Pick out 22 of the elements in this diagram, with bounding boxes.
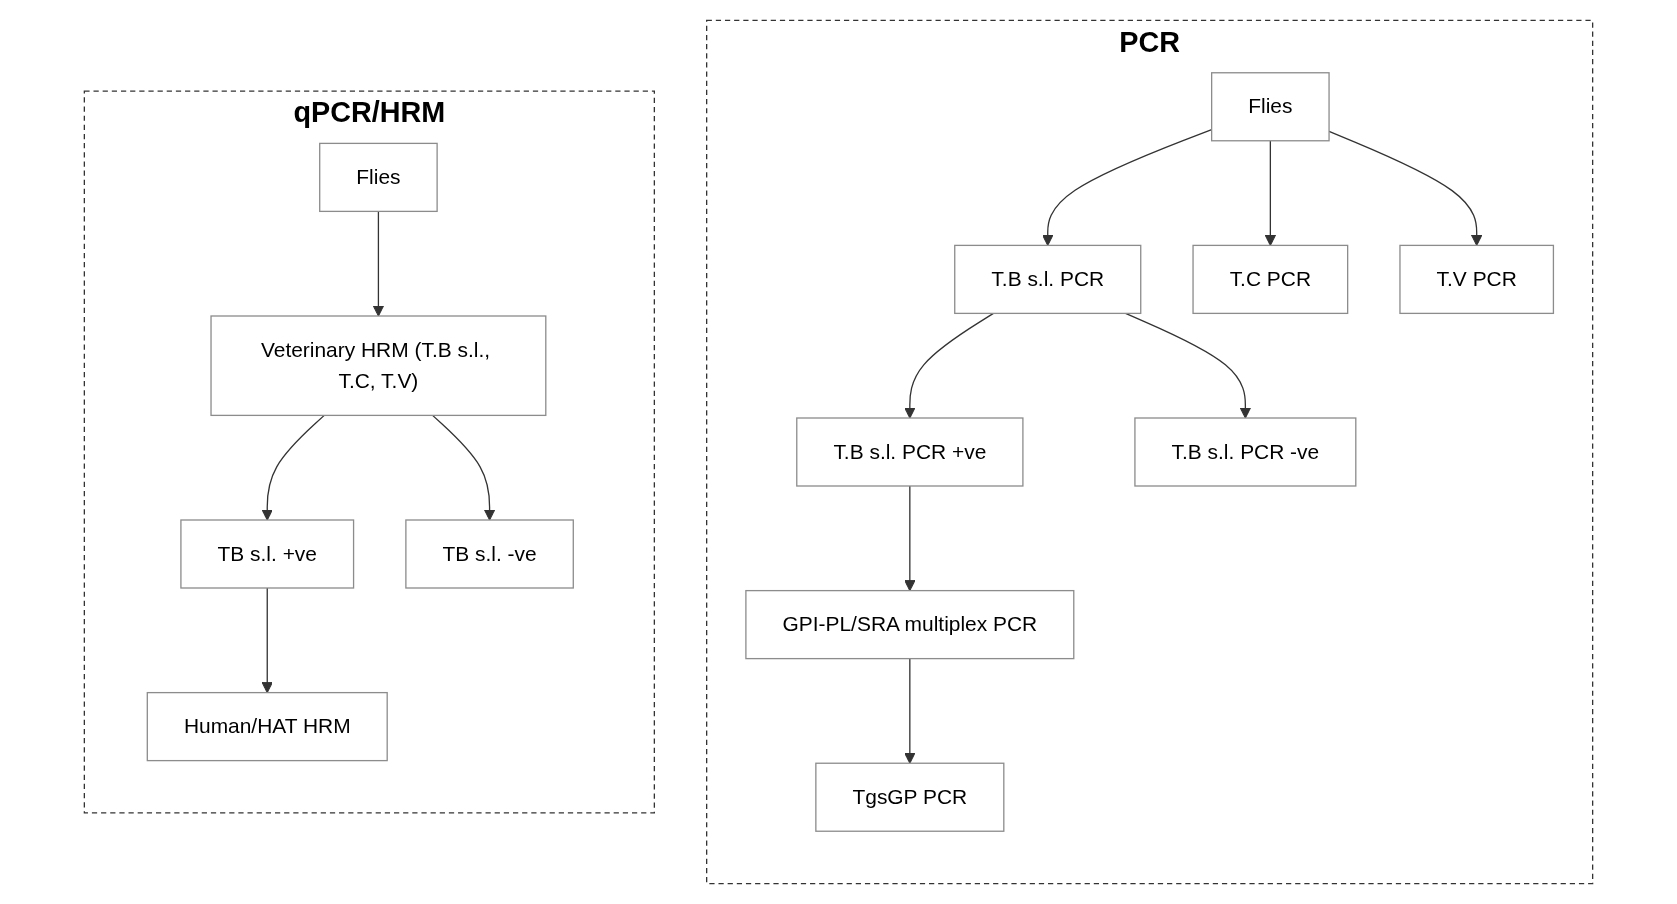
node-box: Flies (1211, 72, 1330, 142)
node-box: T.B s.l. PCR +ve (796, 417, 1024, 487)
node-box: TgsGP PCR (815, 762, 1005, 832)
node-box: Human/HAT HRM (146, 691, 388, 762)
arrow (904, 312, 995, 419)
node-box: T.C PCR (1192, 244, 1349, 315)
node-box: T.V PCR (1399, 244, 1555, 315)
arrow (372, 210, 385, 317)
arrow (904, 657, 916, 764)
arrow (904, 485, 916, 592)
node-box: T.B s.l. PCR (954, 244, 1142, 315)
node-box: GPI-PL/SRA multiplex PCR (745, 589, 1075, 660)
arrow (261, 414, 325, 521)
node-box: Flies (319, 142, 438, 213)
node-box: TB s.l. -ve (405, 519, 574, 589)
arrow (431, 414, 496, 521)
node-box: T.B s.l. PCR -ve (1134, 417, 1357, 487)
node-box: Veterinary HRM (T.B s.l., T.C, T.V) (210, 315, 547, 417)
arrow (1264, 140, 1277, 246)
arrow (1124, 312, 1252, 419)
node-box: TB s.l. +ve (180, 519, 355, 589)
arrow (261, 587, 273, 694)
